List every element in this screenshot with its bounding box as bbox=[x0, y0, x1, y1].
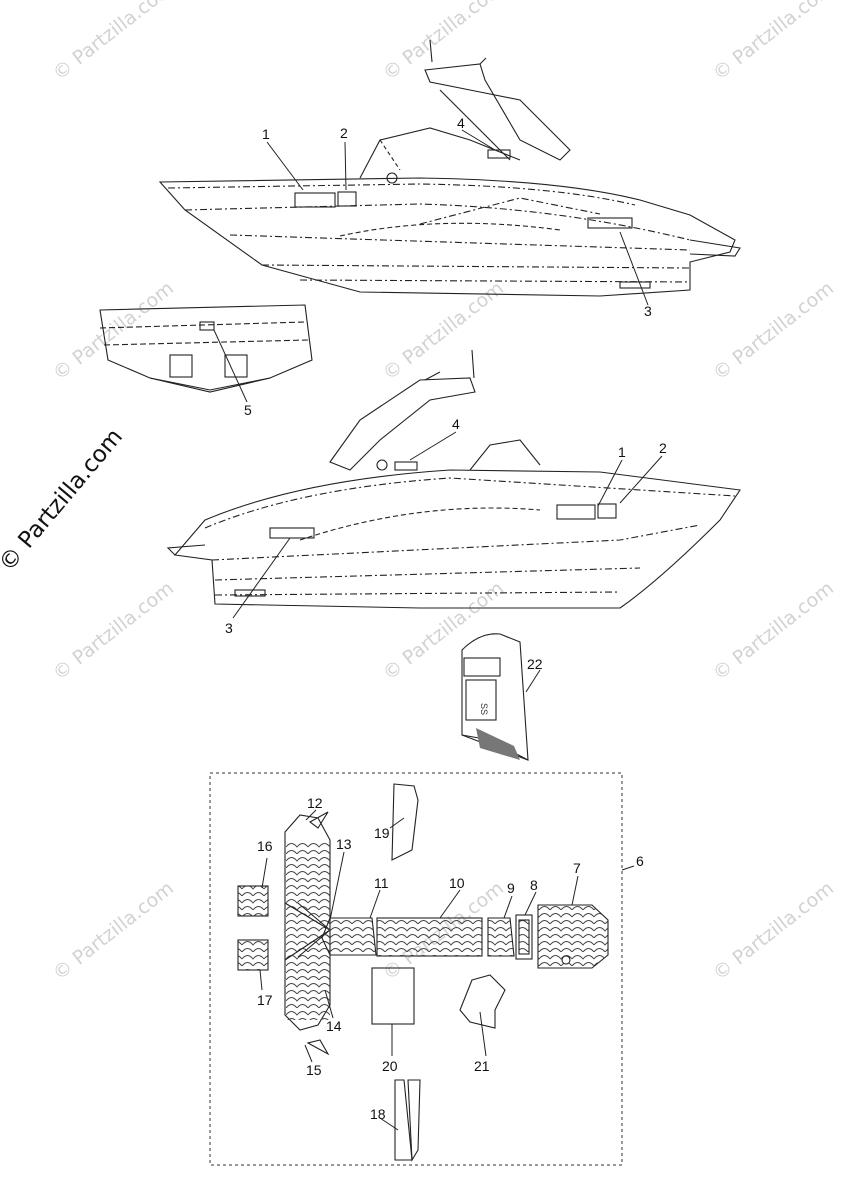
callout-16: 16 bbox=[257, 838, 273, 854]
callout-19: 19 bbox=[374, 825, 390, 841]
callout-10: 10 bbox=[449, 875, 465, 891]
callout-21: 21 bbox=[474, 1058, 490, 1074]
boat-side-view-top bbox=[158, 39, 741, 297]
panel-part-22: SS bbox=[461, 633, 529, 761]
callout-4: 4 bbox=[457, 115, 465, 131]
panel-label: SS bbox=[479, 703, 489, 715]
boat-stern-view bbox=[99, 304, 313, 393]
callout-8: 8 bbox=[530, 877, 538, 893]
boat-side-view-lower bbox=[166, 349, 741, 609]
callout-18: 18 bbox=[370, 1106, 386, 1122]
callout-1: 1 bbox=[262, 126, 270, 142]
callout-13: 13 bbox=[336, 836, 352, 852]
callout-11: 11 bbox=[374, 875, 389, 891]
callout-17: 17 bbox=[257, 992, 273, 1008]
callout-6: 6 bbox=[636, 853, 644, 869]
callout-2: 2 bbox=[340, 125, 348, 141]
callout-14: 14 bbox=[326, 1018, 342, 1034]
callout-20: 20 bbox=[382, 1058, 398, 1074]
callout-5: 5 bbox=[244, 402, 252, 418]
callout-22: 22 bbox=[527, 656, 543, 672]
callout-9: 9 bbox=[507, 880, 515, 896]
callout-3: 3 bbox=[225, 620, 233, 636]
callout-15: 15 bbox=[306, 1062, 322, 1078]
leader-lines bbox=[213, 129, 663, 1131]
callout-12: 12 bbox=[307, 795, 323, 811]
callout-4: 4 bbox=[452, 416, 460, 432]
callout-2: 2 bbox=[659, 440, 667, 456]
decal-kit-frame bbox=[209, 772, 623, 1166]
callout-7: 7 bbox=[573, 860, 581, 876]
callout-3: 3 bbox=[644, 303, 652, 319]
decal-kit-parts bbox=[237, 783, 609, 1162]
callout-1: 1 bbox=[618, 444, 626, 460]
